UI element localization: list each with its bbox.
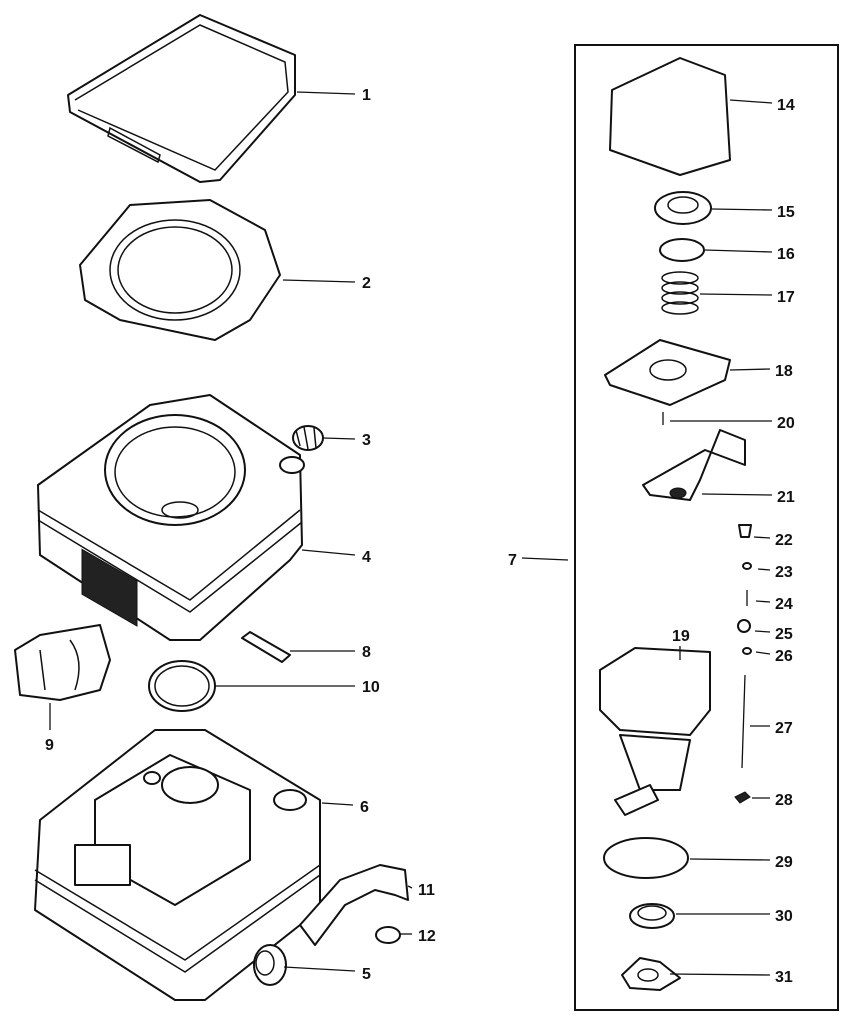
- callout-3: 3: [362, 432, 371, 449]
- part-9-valve: [14, 624, 111, 701]
- callout-11: 11: [418, 882, 435, 899]
- part-31: [621, 957, 681, 991]
- callout-4: 4: [362, 549, 371, 566]
- callout-24: 24: [775, 596, 793, 613]
- part-seat: [79, 199, 281, 341]
- callout-27: 27: [775, 720, 793, 737]
- callout-5: 5: [362, 966, 371, 983]
- callout-21: 21: [777, 489, 795, 506]
- part-16: [659, 238, 705, 262]
- callout-30: 30: [775, 908, 793, 925]
- part-lid: [67, 14, 296, 183]
- part-upper-tank: [37, 394, 305, 641]
- callout-10: 10: [362, 679, 380, 696]
- callout-31: 31: [775, 969, 793, 986]
- callout-19: 19: [672, 628, 690, 645]
- assembly-7-box: [574, 44, 839, 1011]
- part-30-ring: [629, 903, 675, 929]
- part-17-spring: [661, 271, 699, 315]
- part-27-rod: [741, 674, 746, 769]
- part-21-bracket: [642, 429, 746, 501]
- part-15: [654, 191, 712, 225]
- callout-20: 20: [777, 415, 795, 432]
- callout-12: 12: [418, 928, 436, 945]
- part-10-seal: [148, 660, 216, 712]
- callout-14: 14: [777, 97, 795, 114]
- callout-28: 28: [775, 792, 793, 809]
- callout-7: 7: [508, 552, 517, 569]
- callout-9: 9: [45, 737, 54, 754]
- callout-25: 25: [775, 626, 793, 643]
- leader-lines: [49, 91, 773, 976]
- small-parts-22-26: [737, 524, 752, 655]
- callout-29: 29: [775, 854, 793, 871]
- callout-1: 1: [362, 87, 371, 104]
- part-19-bowl: [599, 647, 711, 816]
- callout-26: 26: [775, 648, 793, 665]
- part-8-clip: [241, 631, 291, 663]
- part-29-oring: [603, 837, 689, 879]
- callout-labels: 1 2 3 4 8 10 9 6 11 12 5 7 14 15 16 17 1…: [45, 87, 795, 986]
- callout-15: 15: [777, 204, 795, 221]
- part-5-cap: [253, 944, 287, 986]
- callout-23: 23: [775, 564, 793, 581]
- callout-22: 22: [775, 532, 793, 549]
- part-14-cover: [609, 57, 731, 176]
- part-28: [734, 791, 751, 804]
- part-11-hose: [299, 864, 409, 946]
- part-18-plate: [604, 339, 731, 406]
- callout-16: 16: [777, 246, 795, 263]
- callout-17: 17: [777, 289, 795, 306]
- callout-8: 8: [362, 644, 371, 661]
- part-lower-tank: [34, 729, 321, 1001]
- callout-6: 6: [360, 799, 369, 816]
- part-12-washer: [375, 926, 401, 944]
- part-cap: [292, 425, 324, 451]
- callout-18: 18: [775, 363, 793, 380]
- callout-2: 2: [362, 275, 371, 292]
